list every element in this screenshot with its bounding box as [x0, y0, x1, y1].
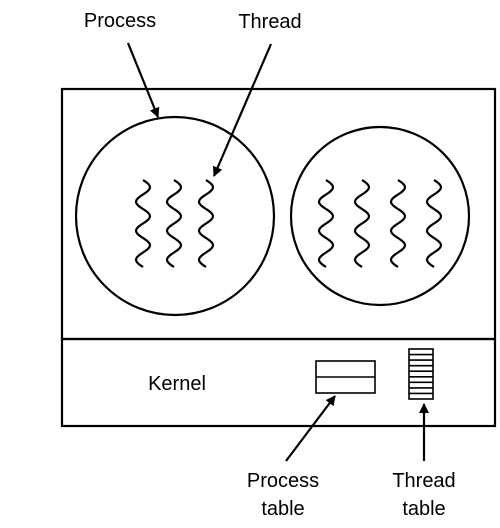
kernel-space-box [60, 337, 497, 428]
process-table-label-line2: table [261, 498, 304, 520]
thread-table-label-line2: table [402, 498, 445, 520]
thread-squiggle [353, 179, 371, 268]
process-table-arrow [285, 395, 336, 462]
process-table-icon [315, 360, 376, 394]
thread-squiggle [317, 179, 335, 268]
thread-table-label-line1: Thread [392, 470, 455, 492]
thread-squiggle [134, 179, 152, 268]
thread-squiggle [389, 179, 407, 268]
process-arrow [126, 42, 160, 118]
process-circle [74, 115, 276, 317]
thread-table-icon [408, 348, 434, 400]
thread-squiggle [425, 179, 443, 268]
kernel-label: Kernel [148, 373, 206, 395]
process-circle [289, 125, 471, 307]
thread-arrow [212, 43, 273, 177]
thread-squiggle [165, 179, 183, 268]
process-table-label-line1: Process [247, 470, 319, 492]
thread-squiggle [197, 179, 215, 268]
thread-label: Thread [238, 11, 301, 33]
threads-group [134, 179, 443, 268]
process-label: Process [84, 10, 156, 32]
